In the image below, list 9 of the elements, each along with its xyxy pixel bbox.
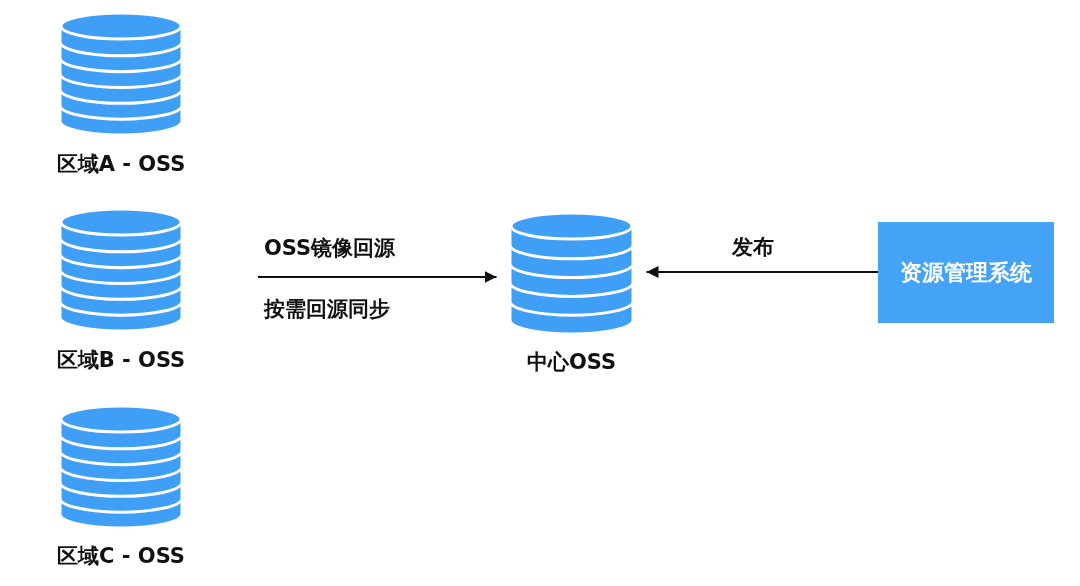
node-label: 中心OSS bbox=[525, 349, 618, 376]
node-label: 区域B - OSS bbox=[55, 347, 187, 374]
note-text: 按需回源同步 bbox=[262, 295, 392, 323]
node-label: 区域A - OSS bbox=[55, 151, 187, 178]
node-label: 区域C - OSS bbox=[56, 543, 186, 570]
edge-label: OSS镜像回源 bbox=[262, 234, 398, 262]
system-box: 资源管理系统 bbox=[878, 222, 1054, 323]
arrow bbox=[645, 266, 879, 278]
arrow bbox=[257, 271, 498, 283]
